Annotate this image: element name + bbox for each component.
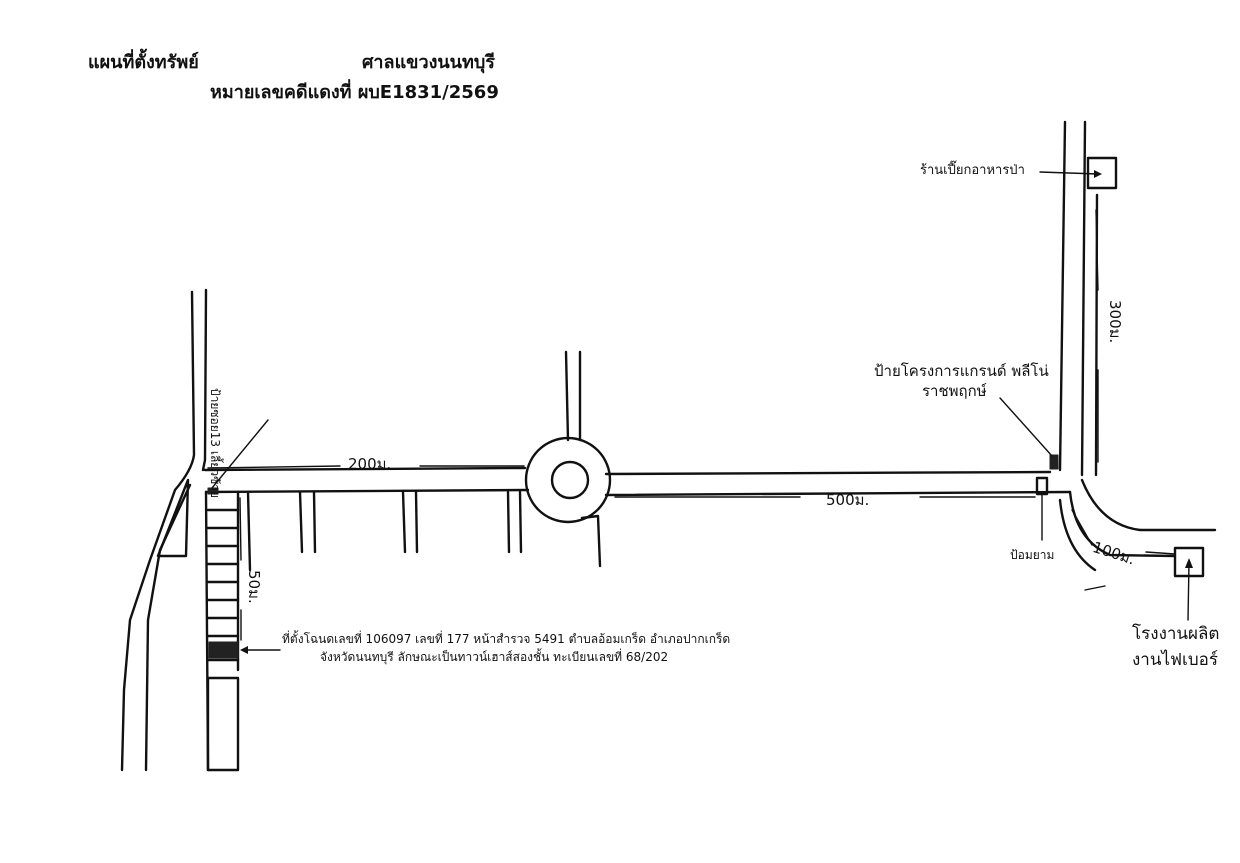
left-road-outer-edge	[120, 290, 196, 772]
roundabout-outer	[524, 436, 612, 524]
townhouse-units	[206, 508, 240, 662]
lane-3	[401, 490, 407, 554]
dim-200-left	[207, 465, 341, 469]
curve-tick	[1084, 585, 1106, 591]
soi-bottom-edge-left	[204, 488, 530, 494]
townhouse-lower-block	[206, 676, 240, 772]
right-road-curve-inner	[1068, 490, 1177, 558]
left-road-branch	[144, 483, 192, 772]
restaurant-label: ร้านเปี๊ยกอาหารป่า	[920, 163, 1025, 178]
factory-leader	[1187, 561, 1190, 621]
right-road-curve-lower	[1058, 498, 1097, 572]
factory-label-line1: โรงงานผลิต	[1132, 624, 1220, 644]
soi-bottom-edge-right	[604, 490, 1072, 497]
dim-100-left	[1071, 509, 1093, 546]
soi-top-edge	[203, 466, 527, 472]
lane-1	[298, 490, 304, 554]
factory-label-line2: งานไฟเบอร์	[1132, 650, 1218, 670]
dim-50-upper	[239, 497, 242, 561]
roundabout-bottom-road	[580, 514, 602, 568]
soi-sign-label: ป้ายซอย13 เลี้ยวซ้าย	[208, 388, 222, 498]
property-description-line2: จังหวัดนนทบุรี ลักษณะเป็นทาวน์เฮาส์สองชั…	[320, 650, 669, 664]
distance-50-label: 50ม.	[245, 570, 263, 604]
roundabout-top-road-left	[564, 350, 570, 442]
right-road-right-edge	[1080, 120, 1087, 477]
restaurant-box	[1086, 156, 1118, 190]
court-name: ศาลแขวงนนทบุรี	[362, 52, 495, 73]
dim-100-right	[1145, 551, 1176, 555]
project-sign-label-line1: ป้ายโครงการแกรนด์ พลีโน่	[874, 362, 1049, 380]
lane-5	[506, 490, 511, 554]
property-marker	[208, 641, 239, 659]
case-number: หมายเลขคดีแดงที่ ผบE1831/2569	[210, 82, 499, 103]
property-description-line1: ที่ตั้งโฉนดเลขที่ 106097 เลขที่ 177 หน้า…	[282, 632, 731, 646]
lane-6	[518, 490, 523, 554]
lane-4	[414, 490, 419, 554]
roundabout-island	[550, 460, 590, 500]
project-sign-marker	[1049, 454, 1059, 470]
project-sign-label-line2: ราชพฤกษ์	[922, 382, 987, 400]
right-road-left-edge	[1058, 120, 1067, 472]
map-title: แผนที่ตั้งทรัพย์	[88, 52, 199, 73]
dim-300-upper	[1095, 209, 1099, 291]
restaurant-leader	[1039, 171, 1099, 175]
left-road-inner-edge	[201, 288, 208, 472]
soi-entry-marker	[207, 487, 219, 495]
townhouse-row-far	[246, 490, 252, 572]
lane-2	[312, 490, 317, 554]
distance-300-label: 300ม.	[1106, 300, 1124, 344]
project-sign-leader	[999, 397, 1053, 457]
left-road-wedge	[156, 478, 190, 558]
soi-top-edge-right	[604, 470, 1052, 476]
soi-sign-leader	[211, 419, 269, 489]
police-box-label: ป้อมยาม	[1010, 548, 1055, 562]
distance-500-label: 500ม.	[826, 491, 870, 509]
right-road-curve-outer	[1080, 478, 1217, 532]
distance-200-label: 200ม.	[348, 455, 392, 473]
